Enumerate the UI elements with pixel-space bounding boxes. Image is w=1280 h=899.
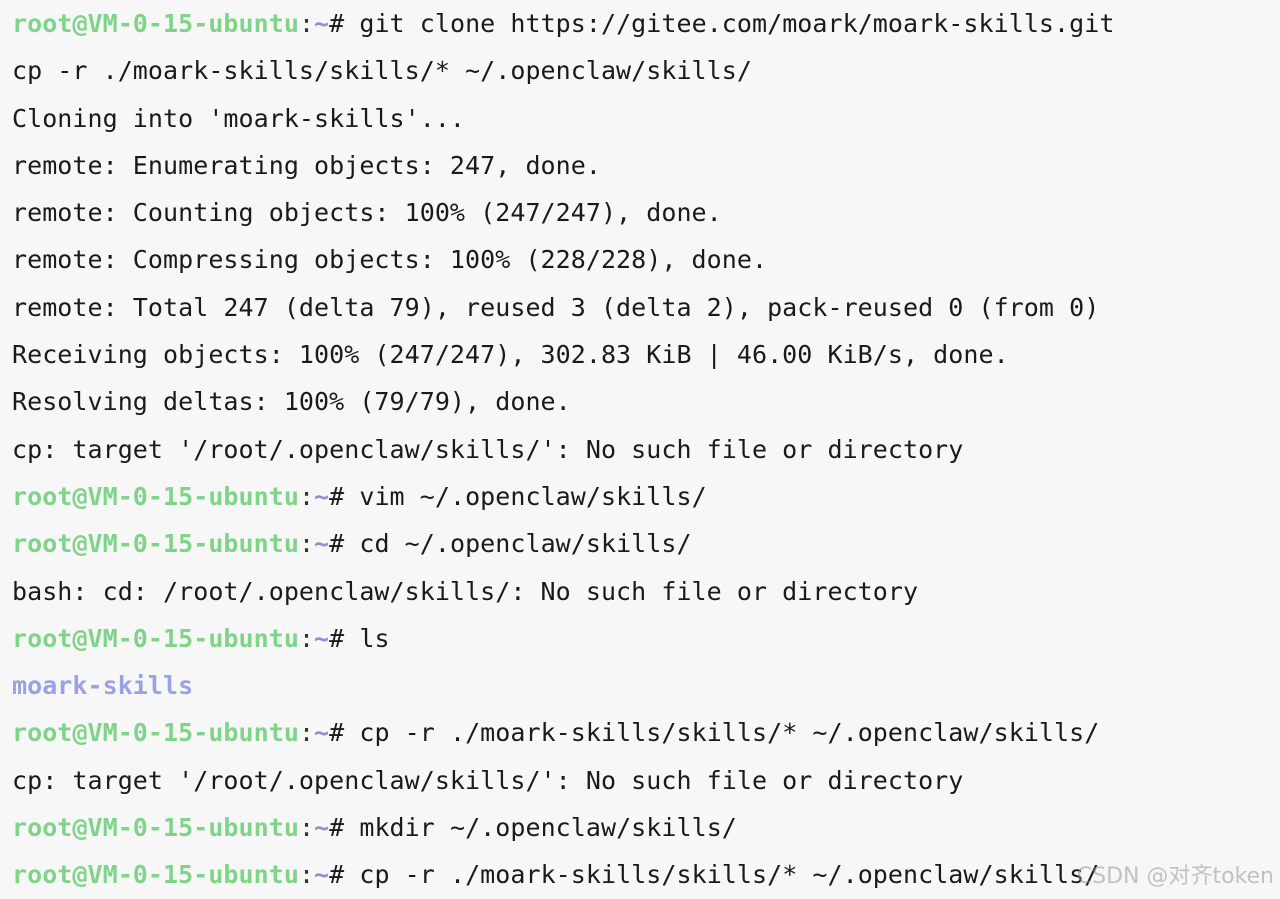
command-line: root@VM-0-15-ubuntu:~# git clone https:/… <box>12 0 1280 47</box>
prompt-path: ~ <box>314 813 330 843</box>
prompt-separator: : <box>298 9 315 38</box>
output-line: cp: target '/root/.openclaw/skills/': No… <box>12 757 1280 804</box>
prompt-separator: : <box>298 481 315 511</box>
output-text: bash: cd: /root/.openclaw/skills/: No su… <box>12 576 919 606</box>
prompt-symbol: # <box>329 623 360 653</box>
command-line: root@VM-0-15-ubuntu:~# cd ~/.openclaw/sk… <box>12 520 1280 567</box>
directory-listing: moark-skills <box>12 662 1280 709</box>
prompt-symbol: # <box>329 813 360 843</box>
output-text: cp -r ./moark-skills/skills/* ~/.opencla… <box>12 56 752 86</box>
output-text: remote: Total 247 (delta 79), reused 3 (… <box>12 292 1100 322</box>
output-text: cp: target '/root/.openclaw/skills/': No… <box>12 434 964 464</box>
directory-name: moark-skills <box>12 671 194 701</box>
command-text: cp -r ./moark-skills/skills/* ~/.opencla… <box>359 718 1100 748</box>
command-text: mkdir ~/.openclaw/skills/ <box>359 813 737 843</box>
prompt-path: ~ <box>314 481 330 511</box>
command-line: root@VM-0-15-ubuntu:~# cp -r ./moark-ski… <box>12 851 1280 898</box>
prompt-symbol: # <box>329 529 360 559</box>
prompt-user: root@VM-0-15-ubuntu <box>12 860 299 890</box>
prompt-user: root@VM-0-15-ubuntu <box>12 529 299 559</box>
output-line: remote: Total 247 (delta 79), reused 3 (… <box>12 284 1280 331</box>
command-line: root@VM-0-15-ubuntu:~# cp -r ./moark-ski… <box>12 709 1280 756</box>
prompt-user: root@VM-0-15-ubuntu <box>12 623 299 653</box>
output-text: Cloning into 'moark-skills'... <box>12 103 466 133</box>
output-text: Receiving objects: 100% (247/247), 302.8… <box>12 340 1009 370</box>
prompt-user: root@VM-0-15-ubuntu <box>12 718 299 748</box>
prompt-symbol: # <box>329 481 360 511</box>
command-line: root@VM-0-15-ubuntu:~# vim ~/.openclaw/s… <box>12 473 1280 520</box>
prompt-symbol: # <box>329 718 360 748</box>
prompt-path: ~ <box>314 529 330 559</box>
prompt-user: root@VM-0-15-ubuntu <box>12 813 299 843</box>
output-line: remote: Counting objects: 100% (247/247)… <box>12 189 1280 236</box>
command-text: vim ~/.openclaw/skills/ <box>359 481 707 511</box>
prompt-user: root@VM-0-15-ubuntu <box>12 9 299 38</box>
output-line: remote: Enumerating objects: 247, done. <box>12 142 1280 189</box>
command-text: git clone https://gitee.com/moark/moark-… <box>359 9 1115 38</box>
prompt-separator: : <box>298 529 315 559</box>
watermark: CSDN @对齐token <box>1076 864 1274 889</box>
prompt-path: ~ <box>314 718 330 748</box>
prompt-separator: : <box>298 718 315 748</box>
output-line: Receiving objects: 100% (247/247), 302.8… <box>12 331 1280 378</box>
prompt-separator: : <box>298 623 315 653</box>
output-line: bash: cd: /root/.openclaw/skills/: No su… <box>12 568 1280 615</box>
prompt-separator: : <box>298 860 315 890</box>
prompt-symbol: # <box>329 860 360 890</box>
prompt-user: root@VM-0-15-ubuntu <box>12 481 299 511</box>
command-line: root@VM-0-15-ubuntu:~# mkdir ~/.openclaw… <box>12 804 1280 851</box>
output-line: remote: Compressing objects: 100% (228/2… <box>12 236 1280 283</box>
command-line: root@VM-0-15-ubuntu:~# ls <box>12 615 1280 662</box>
output-text: cp: target '/root/.openclaw/skills/': No… <box>12 765 964 795</box>
prompt-symbol: # <box>329 9 360 38</box>
command-text: ls <box>359 623 390 653</box>
output-text: remote: Compressing objects: 100% (228/2… <box>12 245 768 275</box>
prompt-path: ~ <box>314 9 330 38</box>
output-line: cp: target '/root/.openclaw/skills/': No… <box>12 426 1280 473</box>
prompt-separator: : <box>298 813 315 843</box>
output-text: remote: Counting objects: 100% (247/247)… <box>12 198 722 228</box>
command-text: cp -r ./moark-skills/skills/* ~/.opencla… <box>359 860 1100 890</box>
output-line: Resolving deltas: 100% (79/79), done. <box>12 378 1280 425</box>
output-text: remote: Enumerating objects: 247, done. <box>12 150 601 180</box>
command-text: cd ~/.openclaw/skills/ <box>359 529 692 559</box>
output-line: cp -r ./moark-skills/skills/* ~/.opencla… <box>12 47 1280 94</box>
prompt-path: ~ <box>314 623 330 653</box>
prompt-path: ~ <box>314 860 330 890</box>
output-text: Resolving deltas: 100% (79/79), done. <box>12 387 571 417</box>
output-line: Cloning into 'moark-skills'... <box>12 95 1280 142</box>
